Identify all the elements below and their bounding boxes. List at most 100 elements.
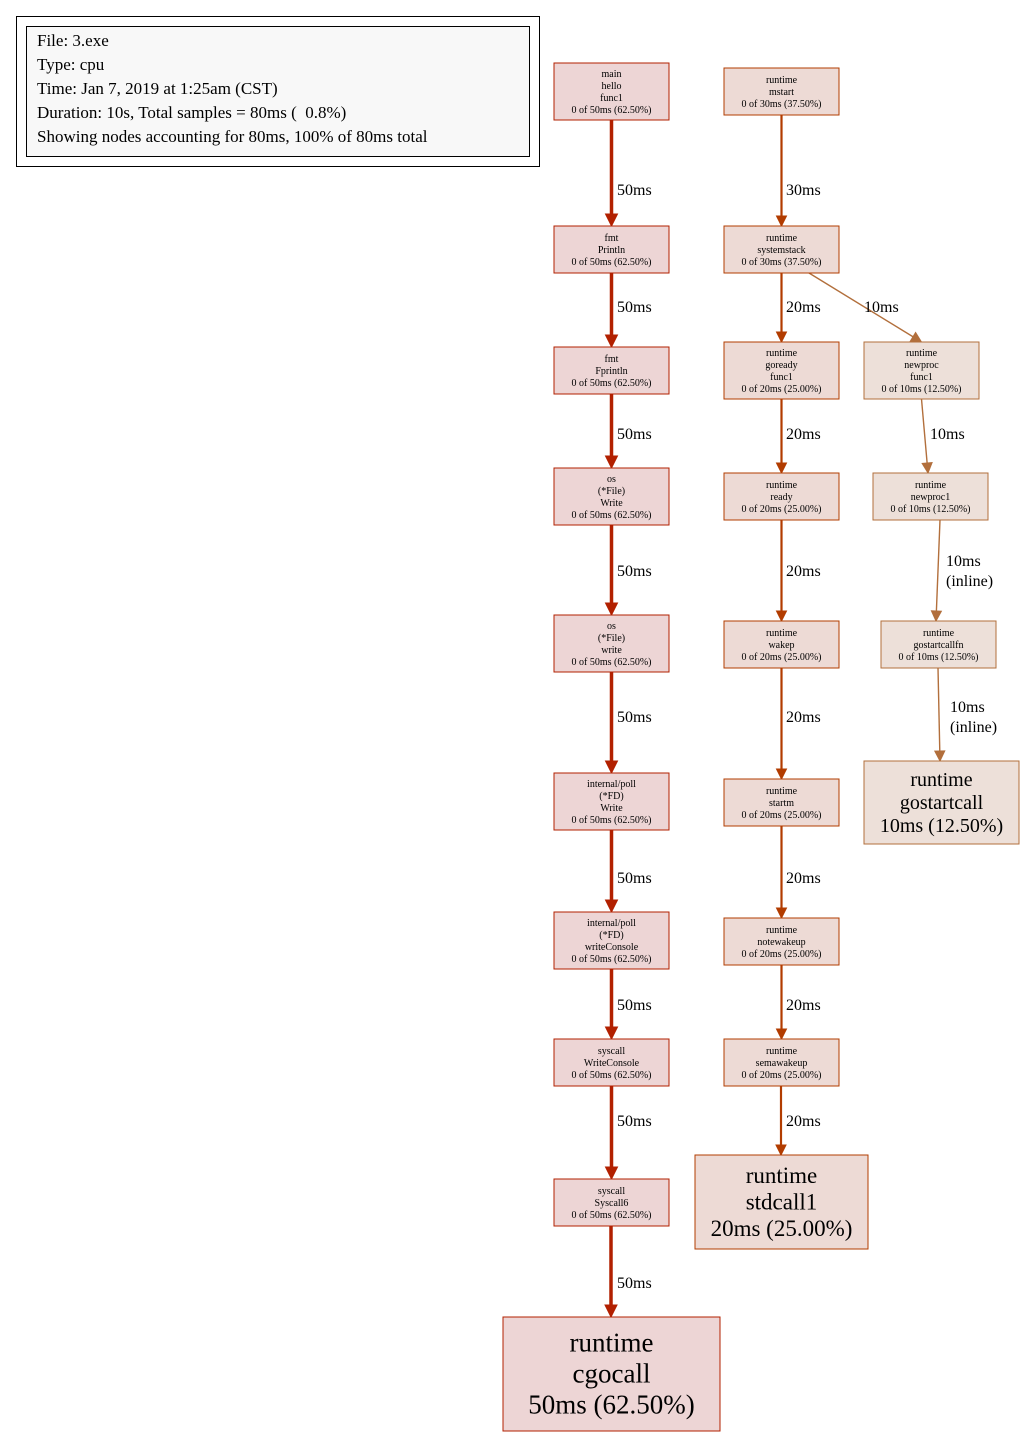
edge-label: 10ms — [946, 553, 981, 570]
node-box — [553, 614, 670, 673]
edge-label: 10ms — [864, 299, 899, 316]
node-label-line: runtime — [910, 769, 972, 791]
node-box — [723, 472, 840, 521]
node-label-line: internal/poll — [587, 779, 636, 790]
node-box — [723, 67, 840, 116]
node-label-line: 0 of 50ms (62.50%) — [572, 1210, 652, 1221]
node-label-line: os — [607, 621, 616, 632]
node-label-line: gostartcallfn — [914, 640, 964, 651]
edge-label: 20ms — [786, 299, 821, 316]
node-label-line: 0 of 10ms (12.50%) — [891, 504, 971, 515]
edge-m2-m3: 20ms — [775, 273, 821, 344]
edge-n4-n5: 50ms — [604, 525, 652, 617]
edge-m4-m5: 20ms — [775, 520, 821, 623]
node-label-line: os — [607, 474, 616, 485]
edge-arrowhead — [775, 610, 788, 623]
node-box — [694, 1154, 869, 1250]
edge-arrowhead — [604, 1166, 619, 1181]
node-label-line: runtime — [766, 348, 798, 359]
node-label-line: 0 of 20ms (25.00%) — [742, 1070, 822, 1081]
node-label-line: runtime — [766, 786, 798, 797]
node-label-line: Syscall6 — [595, 1198, 629, 1209]
node-label-line: 0 of 20ms (25.00%) — [742, 810, 822, 821]
edge-arrowhead — [604, 213, 619, 228]
edge-label: 50ms — [617, 182, 652, 199]
node-label-line: main — [602, 69, 622, 80]
edge-arrowhead — [933, 750, 946, 763]
node-box — [723, 341, 840, 400]
node-label-line: runtime — [570, 1328, 654, 1358]
node-label-line: systemstack — [757, 245, 805, 256]
edge-arrowhead — [775, 907, 788, 920]
edge-label: (inline) — [946, 573, 993, 590]
edge-label: 50ms — [617, 1275, 652, 1292]
node-label-line: runtime — [766, 628, 798, 639]
node-label-line: ready — [770, 492, 792, 503]
edge-arrowhead — [604, 455, 619, 470]
node-box — [553, 1178, 670, 1227]
node-label-line: wakep — [768, 640, 794, 651]
edge-label: 50ms — [617, 1113, 652, 1130]
edge-m2-r1: 10ms — [808, 272, 923, 343]
edge-n9-n10: 50ms — [604, 1226, 652, 1319]
node-box — [553, 346, 670, 395]
node-label-line: 0 of 50ms (62.50%) — [572, 657, 652, 668]
edge-n2-n3: 50ms — [604, 273, 652, 349]
node-box — [723, 620, 840, 669]
legend-file: File: 3.exe — [37, 31, 109, 50]
node-box — [502, 1316, 721, 1432]
edge-label: (inline) — [950, 719, 997, 736]
edge-m3-m4: 20ms — [775, 399, 821, 475]
node-label-line: runtime — [766, 75, 798, 86]
node-label-line: 0 of 20ms (25.00%) — [742, 652, 822, 663]
edge-label: 20ms — [786, 426, 821, 443]
edge-m8-m9: 20ms — [775, 1086, 821, 1157]
edge-label: 50ms — [617, 709, 652, 726]
edge-label: 20ms — [786, 870, 821, 887]
edge-arrowhead — [775, 462, 788, 475]
edge-arrowhead — [775, 1144, 787, 1157]
node-label-line: Write — [600, 803, 623, 814]
node-label-line: 0 of 10ms (12.50%) — [882, 384, 962, 395]
node-label-line: func1 — [600, 93, 623, 104]
node-label-line: (*File) — [598, 633, 625, 644]
node-box — [723, 778, 840, 827]
edge-label: 20ms — [786, 709, 821, 726]
edge-line — [808, 272, 914, 338]
legend-duration: Duration: 10s, Total samples = 80ms ( 0.… — [37, 103, 347, 122]
edge-n8-n9: 50ms — [604, 1086, 652, 1181]
node-label-line: writeConsole — [585, 942, 639, 953]
node-label-line: syscall — [598, 1186, 625, 1197]
node-label-line: Println — [598, 245, 625, 256]
node-label-line: fmt — [605, 233, 619, 244]
edge-arrowhead — [775, 1028, 788, 1041]
edge-arrowhead — [604, 1026, 619, 1041]
edge-n6-n7: 50ms — [604, 830, 652, 914]
node-label-line: 0 of 20ms (25.00%) — [742, 504, 822, 515]
